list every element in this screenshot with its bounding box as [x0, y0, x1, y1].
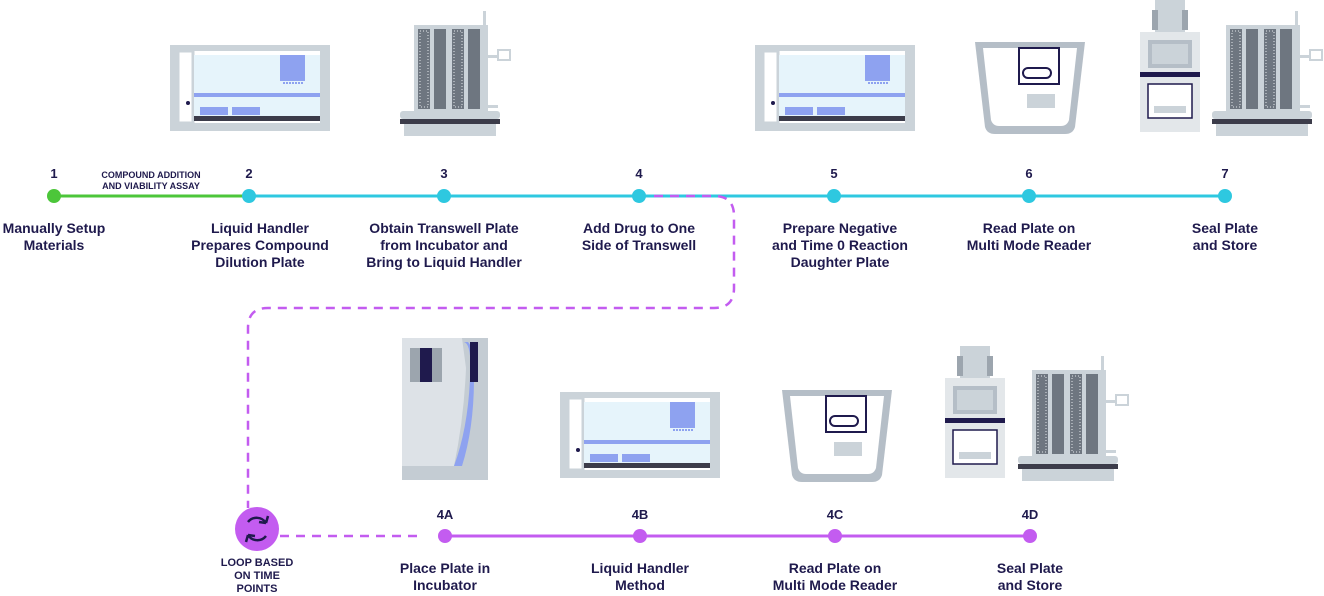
- label-line: Incubator: [413, 577, 477, 593]
- loop-label-line: POINTS: [236, 583, 278, 595]
- label-line: Multi Mode Reader: [772, 577, 898, 593]
- label-line: Dilution Plate: [215, 254, 305, 270]
- label-line: Bring to Liquid Handler: [366, 254, 522, 270]
- label-line: Materials: [23, 237, 85, 253]
- step-number: 2: [245, 166, 253, 181]
- label-line: Obtain Transwell Plate: [369, 220, 519, 236]
- label-line: Method: [615, 577, 665, 593]
- step-node: [827, 189, 841, 203]
- step-label-7: Seal Plate and Store: [1192, 220, 1258, 254]
- label-line: Add Drug to One: [583, 220, 695, 236]
- label-line: Seal Plate: [996, 560, 1064, 576]
- label-line: Side of Transwell: [581, 237, 697, 253]
- loop-step-label-4b: Liquid Handler Method: [591, 560, 689, 594]
- step-number: 6: [1025, 166, 1033, 181]
- refresh-icon: [235, 507, 279, 551]
- label-line: Place Plate in: [399, 560, 491, 576]
- loop-step-label-4c: Read Plate on Multi Mode Reader: [773, 560, 897, 594]
- loop-step-node: [438, 529, 452, 543]
- step-number: 3: [440, 166, 448, 181]
- loop-step-number: 4A: [436, 507, 454, 522]
- loop-label-line: LOOP BASED: [220, 557, 294, 569]
- label-line: Multi Mode Reader: [966, 237, 1092, 253]
- loop-step-node: [828, 529, 842, 543]
- step-label-5: Prepare Negative and Time 0 Reaction Dau…: [772, 220, 908, 271]
- step-label-6: Read Plate on Multi Mode Reader: [967, 220, 1091, 254]
- step-node: [47, 189, 61, 203]
- label-line: from Incubator and: [380, 237, 508, 253]
- step-number: 7: [1221, 166, 1229, 181]
- step-node: [1022, 189, 1036, 203]
- loop-label: LOOP BASED ON TIME POINTS: [221, 557, 294, 596]
- loop-step-number: 4D: [1021, 507, 1039, 522]
- loop-connector: [246, 194, 736, 508]
- step-number: 1: [50, 166, 58, 181]
- loop-step-label-4a: Place Plate in Incubator: [400, 560, 490, 594]
- label-line: Liquid Handler: [210, 220, 309, 236]
- step-label-1: Manually Setup Materials: [3, 220, 106, 254]
- label-line: Prepare Negative: [782, 220, 898, 236]
- step-node: [242, 189, 256, 203]
- step-node: [632, 189, 646, 203]
- label-line: Daughter Plate: [790, 254, 890, 270]
- loop-label-line: ON TIME: [234, 570, 280, 582]
- step-node: [437, 189, 451, 203]
- label-line: Seal Plate: [1191, 220, 1259, 236]
- step-number: 4: [635, 166, 643, 181]
- step-label-2: Liquid Handler Prepares Compound Dilutio…: [191, 220, 329, 271]
- loop-step-number: 4C: [826, 507, 844, 522]
- label-line: Read Plate on: [788, 560, 882, 576]
- loop-step-node: [1023, 529, 1037, 543]
- label-line: Liquid Handler: [591, 560, 689, 576]
- loop-step-number: 4B: [631, 507, 649, 522]
- phase-label-line: COMPOUND ADDITION: [101, 170, 201, 180]
- phase-label: COMPOUND ADDITION AND VIABILITY ASSAY: [101, 170, 200, 192]
- step-label-3: Obtain Transwell Plate from Incubator an…: [366, 220, 522, 271]
- label-line: and Store: [997, 577, 1063, 593]
- label-line: Prepares Compound: [191, 237, 329, 253]
- step-node: [1218, 189, 1232, 203]
- loop-step-node: [633, 529, 647, 543]
- label-line: Manually Setup: [2, 220, 106, 236]
- phase-label-line: AND VIABILITY ASSAY: [102, 181, 200, 191]
- loop-step-label-4d: Seal Plate and Store: [997, 560, 1063, 594]
- label-line: Read Plate on: [982, 220, 1076, 236]
- step-number: 5: [830, 166, 838, 181]
- label-line: and Store: [1192, 237, 1258, 253]
- label-line: and Time 0 Reaction: [772, 237, 908, 253]
- step-label-4: Add Drug to One Side of Transwell: [582, 220, 696, 254]
